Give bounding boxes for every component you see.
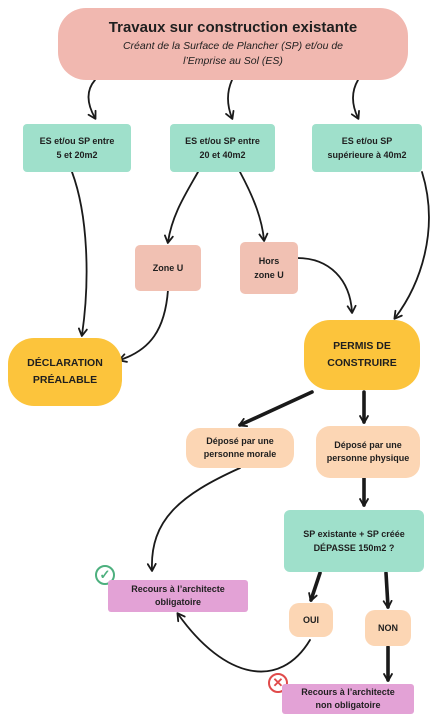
arrow-title-to-large <box>350 79 360 120</box>
architect-optional-line1: Recours à l’architecte <box>301 687 395 697</box>
branch-small-line2: 5 et 20m2 <box>56 150 98 160</box>
deposit-morale-box: Déposé par une personne morale <box>186 428 294 468</box>
check-icon: ✓ <box>95 565 115 585</box>
zone-u-label: Zone U <box>152 263 184 273</box>
deposit-physique-line2: personne physique <box>326 453 410 463</box>
permis-line1: PERMIS DE <box>333 340 391 352</box>
hors-zone-u-line2: zone U <box>254 270 284 280</box>
declaration-line1: DÉCLARATION <box>27 357 103 369</box>
answer-oui-box: OUI <box>289 603 333 637</box>
permis-de-construire-box: PERMIS DE CONSTRUIRE <box>304 320 420 390</box>
declaration-prealable-box: DÉCLARATION PRÉALABLE <box>8 338 122 406</box>
deposit-physique-box: Déposé par une personne physique <box>316 426 420 478</box>
deposit-morale-line1: Déposé par une <box>206 436 274 446</box>
title-subtitle-line2: l’Emprise au Sol (ES) <box>183 55 283 67</box>
arrow-large-to-permis <box>393 171 430 320</box>
architect-mandatory-line2: obligatoire <box>154 597 201 607</box>
arrow-medium-to-hors <box>239 171 269 242</box>
title-heading: Travaux sur construction existante <box>108 19 358 36</box>
answer-non-box: NON <box>365 610 411 646</box>
hors-zone-u-line1: Hors <box>258 256 280 266</box>
permis-line2: CONSTRUIRE <box>327 357 397 369</box>
architect-mandatory-box: Recours à l’architecte obligatoire <box>108 580 248 612</box>
branch-small: ES et/ou SP entre 5 et 20m2 <box>23 124 131 172</box>
title-subtitle-line1: Créant de la Surface de Plancher (SP) et… <box>122 40 344 52</box>
branch-large-line2: supérieure à 40m2 <box>327 150 407 160</box>
arrow-medium-to-zone-u <box>164 171 199 244</box>
zone-u-box: Zone U <box>135 245 201 291</box>
arrow-zone-u-to-declaration <box>118 289 169 363</box>
question-box: SP existante + SP créée DÉPASSE 150m2 ? <box>284 510 424 572</box>
arrow-question-to-non <box>382 571 393 609</box>
arrow-title-to-medium <box>225 79 235 120</box>
question-line1: SP existante + SP créée <box>303 529 405 539</box>
arrow-small-to-declaration <box>71 171 88 337</box>
answer-oui-label: OUI <box>302 614 319 625</box>
architect-optional-line2: non obligatoire <box>315 700 381 710</box>
hors-zone-u-box: Hors zone U <box>240 242 298 294</box>
branch-small-line1: ES et/ou SP entre <box>39 136 115 146</box>
arrow-morale-to-mandatory <box>146 467 241 572</box>
arrow-permis-to-morale <box>238 390 314 428</box>
deposit-physique-line1: Déposé par une <box>334 440 402 450</box>
question-line2: DÉPASSE 150m2 ? <box>313 543 395 553</box>
architect-mandatory-line1: Recours à l’architecte <box>131 584 225 594</box>
branch-medium-line1: ES et/ou SP entre <box>185 136 260 146</box>
arrow-question-to-oui <box>308 571 322 602</box>
title-box: Travaux sur construction existante Créan… <box>58 8 408 80</box>
deposit-morale-line2: personne morale <box>203 449 277 459</box>
architect-optional-box: Recours à l’architecte non obligatoire <box>282 684 414 714</box>
answer-non-label: NON <box>378 622 398 633</box>
arrow-hors-to-permis <box>296 257 357 314</box>
branch-large: ES et/ou SP supérieure à 40m2 <box>312 124 422 172</box>
cross-icon: ✕ <box>268 673 288 693</box>
arrow-title-to-small <box>87 79 97 120</box>
branch-medium: ES et/ou SP entre 20 et 40m2 <box>170 124 275 172</box>
arrow-oui-to-mandatory <box>176 612 311 673</box>
branch-large-line1: ES et/ou SP <box>341 136 393 146</box>
branch-medium-line2: 20 et 40m2 <box>199 150 246 160</box>
declaration-line2: PRÉALABLE <box>32 374 98 386</box>
